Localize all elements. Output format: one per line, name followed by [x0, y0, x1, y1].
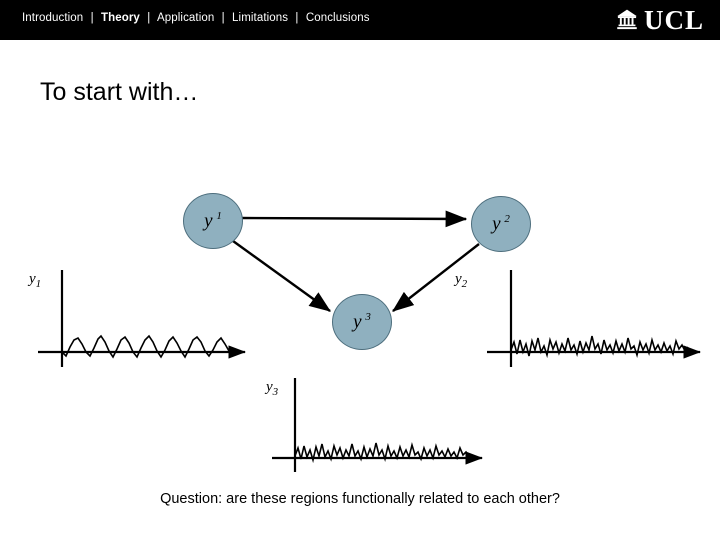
signal-label-y3-subscript: 3 [272, 386, 279, 398]
ucl-logo-text: UCL [643, 4, 704, 35]
node-y1-superscript: 1 [216, 210, 222, 223]
page-title: To start with… [40, 78, 199, 106]
nav-item-theory[interactable]: Theory [100, 12, 140, 24]
arrow-y1-to-y2 [240, 210, 468, 228]
nav-separator: | [295, 12, 299, 24]
node-y2[interactable]: y 2 [471, 196, 531, 252]
ucl-crest-icon [617, 9, 637, 30]
node-y3-superscript: 3 [365, 311, 371, 324]
nav-item-limitations[interactable]: Limitations [232, 12, 289, 24]
node-y1-label: y 1 [204, 210, 222, 232]
signal-trace-y1 [61, 334, 238, 359]
node-y3[interactable]: y 3 [332, 294, 392, 350]
node-y2-label: y 2 [492, 213, 510, 235]
nav-item-introduction[interactable]: Introduction [22, 12, 84, 24]
signal-label-y2: y2 [455, 271, 468, 290]
signal-trace-y3 [294, 441, 470, 464]
signal-label-y2-subscript: 2 [461, 278, 468, 290]
top-navigation-bar: Introduction | Theory | Application | Li… [0, 0, 720, 40]
nav-item-application[interactable]: Application [157, 12, 215, 24]
signal-label-y1-subscript: 1 [35, 278, 42, 290]
signal-label-y3: y3 [266, 379, 279, 398]
nav-item-conclusions[interactable]: Conclusions [305, 12, 370, 24]
signal-trace-y2 [510, 335, 689, 359]
ucl-logo: UCL [614, 3, 704, 37]
nav-separator: | [147, 12, 151, 24]
nav-separator: | [221, 12, 225, 24]
arrow-y1-to-y3 [232, 240, 331, 312]
nav-menu: Introduction | Theory | Application | Li… [22, 12, 370, 24]
nav-separator: | [90, 12, 94, 24]
signal-label-y1: y1 [29, 271, 42, 290]
slide-caption: Question: are these regions functionally… [160, 491, 560, 507]
node-y2-superscript: 2 [504, 213, 510, 226]
node-y1[interactable]: y 1 [183, 193, 243, 249]
node-y3-label: y 3 [353, 311, 371, 333]
